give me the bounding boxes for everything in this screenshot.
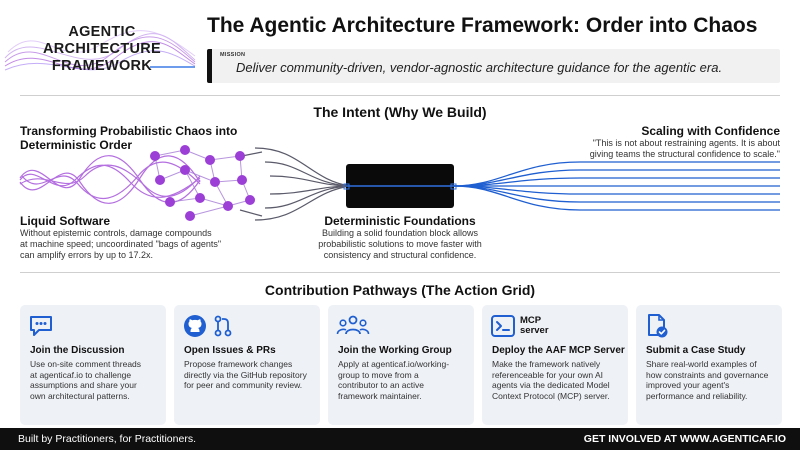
footer-cta-link[interactable]: GET INVOLVED AT WWW.AGENTICAF.IO — [583, 433, 786, 445]
card-title: Open Issues & PRs — [184, 345, 276, 356]
quote-line-1: "This is not about restraining agents. I… — [592, 138, 780, 148]
deterministic-foundation-block — [343, 164, 457, 208]
logo-line-2: ARCHITECTURE — [43, 41, 161, 57]
intent-heading: The Intent (Why We Build) — [313, 104, 487, 120]
card-description: Share real-world examples of how constra… — [646, 359, 769, 401]
card-title: Submit a Case Study — [646, 345, 746, 356]
chat-bubble-icon — [30, 316, 52, 336]
mission-label: MISSION — [220, 52, 246, 58]
chaos-title-line-1: Transforming Probabilistic Chaos into — [20, 124, 238, 138]
pathways-heading: Contribution Pathways (The Action Grid) — [264, 282, 536, 298]
card-description: Propose framework changes directly via t… — [184, 359, 307, 390]
document-check-icon — [648, 314, 668, 338]
logo-wave-graphic — [4, 30, 196, 71]
ordered-output-lines — [453, 161, 780, 211]
mcp-server-label: MCP server — [520, 315, 549, 336]
card-title: Join the Working Group — [338, 345, 452, 356]
footer-tagline: Built by Practitioners, for Practitioner… — [18, 433, 196, 445]
card-title: Join the Discussion — [30, 345, 125, 356]
foundations-text: Building a solid foundation block allows… — [290, 228, 510, 261]
foundations-line-1: Building a solid foundation block allows — [321, 228, 479, 238]
card-description: Use on-site comment threads at agenticaf… — [30, 359, 142, 401]
quote-line-2: giving teams the structural confidence t… — [589, 149, 780, 159]
framework-logo: AGENTIC ARCHITECTURE FRAMEWORK — [0, 0, 200, 96]
convergence-lines — [239, 147, 351, 221]
card-open-issues[interactable]: Open Issues & PRs Propose framework chan… — [174, 305, 320, 425]
chaos-to-order-diagram — [19, 145, 780, 221]
mission-statement: Deliver community-driven, vendor-agnosti… — [236, 60, 723, 75]
chaos-waves — [19, 155, 201, 204]
logo-wordmark: AGENTIC ARCHITECTURE FRAMEWORK — [22, 24, 182, 75]
card-join-discussion[interactable]: Join the Discussion Use on-site comment … — [20, 305, 166, 425]
card-description: Make the framework natively referenceabl… — [492, 359, 610, 401]
card-description: Apply at agenticaf.io/working- group to … — [338, 359, 450, 401]
logo-line-1: AGENTIC — [68, 24, 136, 40]
github-icon — [184, 315, 206, 337]
liquid-line-2: at machine speed; uncoordinated "bags of… — [20, 239, 222, 249]
liquid-line-1: Without epistemic controls, damage compo… — [20, 228, 212, 238]
agent-node-network — [150, 145, 255, 221]
foundations-line-3: consistency and structural confidence. — [323, 250, 477, 260]
scaling-title: Scaling with Confidence — [641, 124, 780, 138]
mission-banner: MISSION Deliver community-driven, vendor… — [207, 49, 780, 83]
foundations-line-2: probabilistic solutions to move faster w… — [318, 239, 482, 249]
terminal-icon — [491, 315, 515, 337]
card-title: Deploy the AAF MCP Server — [492, 345, 625, 356]
card-case-study[interactable]: Submit a Case Study Share real-world exa… — [636, 305, 782, 425]
card-working-group[interactable]: Join the Working Group Apply at agentica… — [328, 305, 474, 425]
liquid-software-title: Liquid Software — [20, 214, 110, 228]
logo-line-3: FRAMEWORK — [51, 58, 153, 74]
footer-bar: Built by Practitioners, for Practitioner… — [0, 428, 800, 450]
foundations-title: Deterministic Foundations — [324, 214, 476, 228]
divider — [20, 95, 780, 96]
people-group-icon — [336, 315, 370, 335]
liquid-line-3: can amplify errors by up to 17.2x. — [20, 250, 154, 260]
scaling-quote: "This is not about restraining agents. I… — [590, 138, 780, 160]
chaos-title-line-2: Deterministic Order — [20, 138, 133, 152]
chaos-to-order-title: Transforming Probabilistic Chaos into De… — [20, 124, 237, 152]
pull-request-icon — [214, 315, 232, 337]
liquid-software-text: Without epistemic controls, damage compo… — [20, 228, 221, 261]
divider — [20, 272, 780, 273]
card-mcp-server[interactable]: MCP server Deploy the AAF MCP Server Mak… — [482, 305, 628, 425]
page-title: The Agentic Architecture Framework: Orde… — [207, 14, 758, 37]
